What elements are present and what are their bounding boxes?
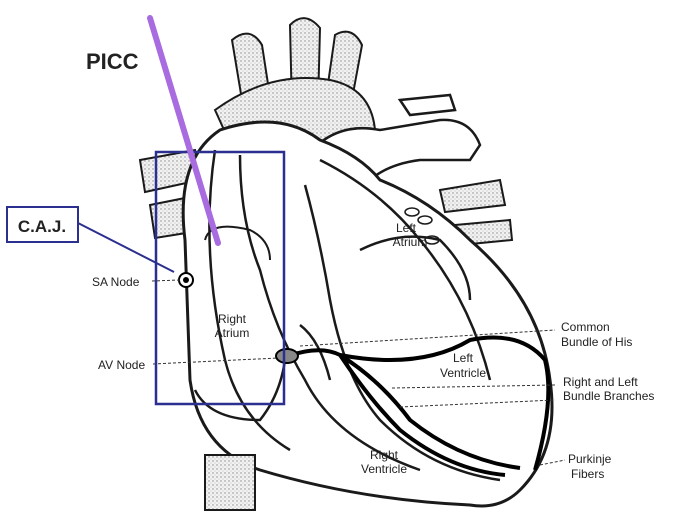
purkinje-label-2: Fibers (571, 467, 604, 481)
caj-label: C.A.J. (18, 217, 66, 236)
left-atrium-label-1: Left (396, 221, 417, 235)
right-ventricle-label-1: Right (370, 448, 399, 462)
av-node-marker (276, 349, 298, 363)
common-his-label-1: Common (561, 320, 610, 334)
right-ventricle-label-2: Ventricle (361, 462, 407, 476)
sa-node-label: SA Node (92, 275, 140, 289)
inferior-vena-cava (205, 455, 255, 510)
right-atrium-label-2: Atrium (215, 326, 250, 340)
right-atrium-label-1: Right (218, 312, 247, 326)
picc-label: PICC (86, 49, 139, 74)
left-ventricle-label-2: Ventricle (440, 366, 486, 380)
common-his-label-2: Bundle of His (561, 335, 632, 349)
bundle-branches-label-2: Bundle Branches (563, 389, 654, 403)
left-ventricle-label-1: Left (453, 351, 474, 365)
bundle-branches-label-1: Right and Left (563, 375, 638, 389)
left-atrium-label-2: Atrium (393, 235, 428, 249)
purkinje-label-1: Purkinje (568, 452, 612, 466)
av-node-label: AV Node (98, 358, 145, 372)
